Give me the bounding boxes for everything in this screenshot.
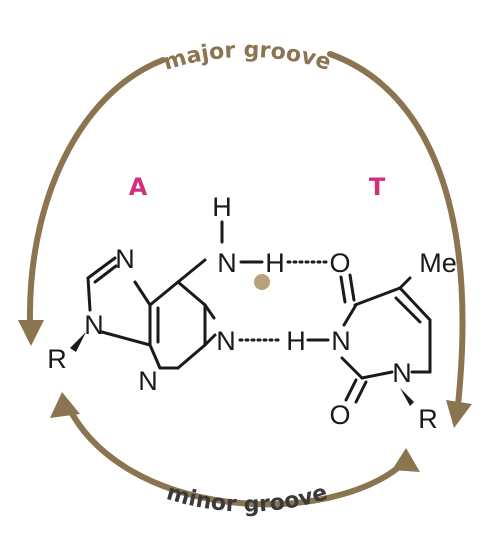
base-t-label: T [369, 173, 386, 201]
atom-r-left: R [47, 344, 67, 374]
atom-h-imino: H [286, 326, 306, 356]
atom-o-top: O [329, 248, 350, 278]
atom-n7: N [115, 244, 135, 274]
minor-left-arrowhead [50, 392, 80, 418]
atom-h-amino: H [265, 248, 285, 278]
minor-right-arrowhead [392, 448, 420, 472]
hydrogen-bonds [238, 260, 328, 342]
major-left-arrowhead [18, 320, 44, 346]
major-groove-label: major groove [161, 38, 334, 76]
helix-axis-dot [254, 274, 270, 290]
major-groove-left-arc [26, 57, 166, 325]
atom-h-top: H [212, 192, 232, 222]
major-right-arrowhead [446, 400, 472, 428]
major-groove-right-arc [327, 51, 466, 408]
groove-arrows [26, 51, 466, 508]
atom-r-right: R [418, 404, 438, 434]
atom-n1: N [216, 326, 236, 356]
arrowheads [18, 320, 472, 472]
atom-n3: N [331, 326, 351, 356]
wedge-bonds [70, 332, 414, 406]
covalent-bonds [86, 220, 432, 404]
atom-me: Me [419, 248, 457, 278]
atom-n9: N [84, 310, 104, 340]
atom-labels: H N H O Me N N R N H N N O N R [47, 192, 457, 434]
atom-n-pyrimidine: N [138, 366, 158, 396]
atom-n-amino: N [217, 248, 237, 278]
base-a-label: A [129, 173, 148, 201]
atom-o-bottom: O [329, 400, 350, 430]
minor-groove-arc [63, 399, 408, 508]
atom-n1-thymine: N [392, 358, 412, 388]
minor-groove-label: minor groove [164, 480, 331, 517]
